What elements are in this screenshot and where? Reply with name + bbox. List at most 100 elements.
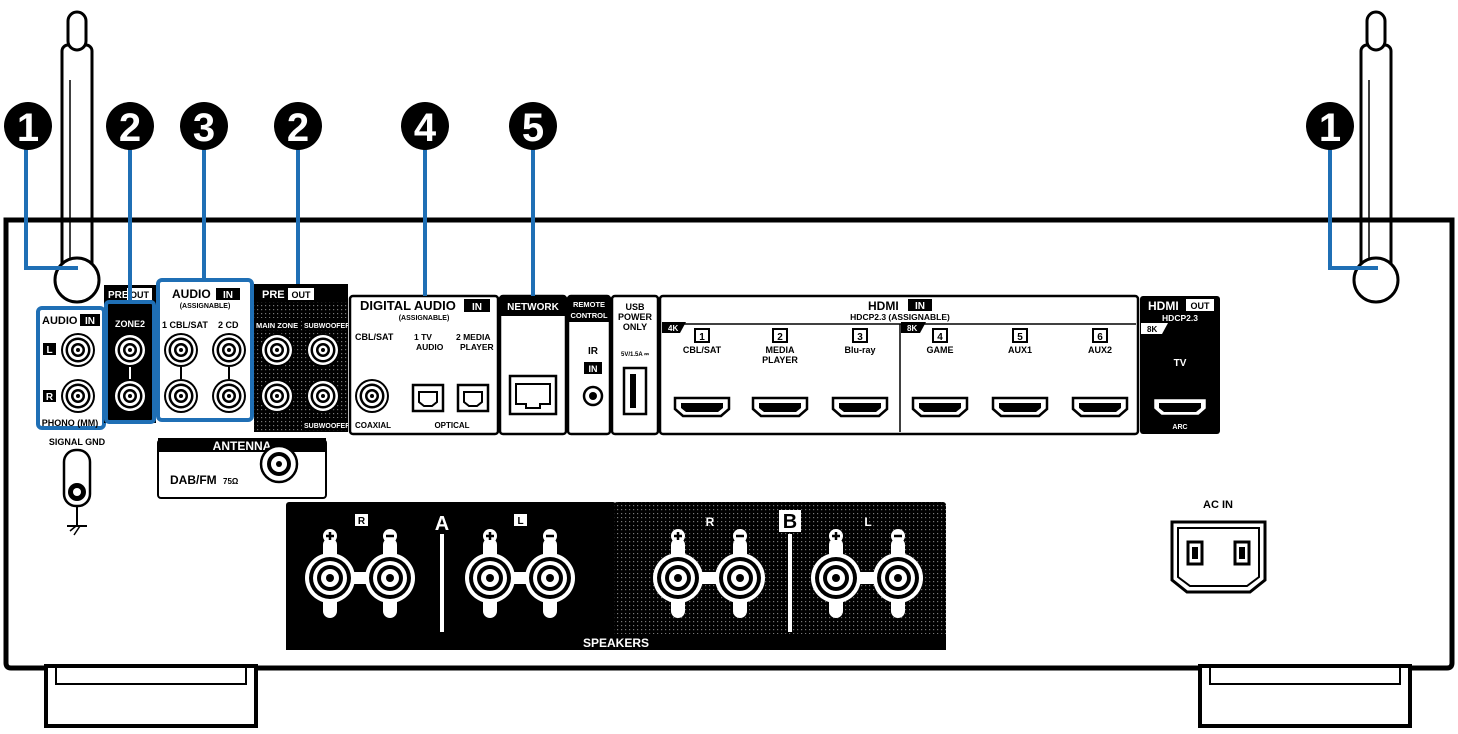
plus-icon — [671, 529, 685, 543]
subwoofer1-jack[interactable] — [306, 333, 340, 367]
signal-gnd-label: SIGNAL GND — [49, 437, 106, 447]
hdmi-in-4-label: GAME — [927, 345, 954, 355]
speaker-a-l-label: L — [517, 516, 523, 527]
phono-label: PHONO (MM) — [42, 418, 99, 428]
svg-text:4: 4 — [414, 106, 437, 150]
main-zone-l-jack[interactable] — [260, 333, 294, 367]
minus-icon — [543, 529, 557, 543]
ir-label: IR — [588, 346, 599, 357]
hdmi-in-5-label: AUX1 — [1008, 345, 1032, 355]
hdmi-in-6-port[interactable] — [1071, 396, 1129, 418]
assignable-ch2-label: 2 CD — [218, 320, 239, 330]
hdmi-in-2-port[interactable] — [751, 396, 809, 418]
usb-label2: POWER — [618, 312, 653, 322]
hdmi-in-3-port[interactable] — [831, 396, 889, 418]
hdmi-out-port[interactable] — [1151, 396, 1209, 418]
phono-l-label: L — [46, 345, 52, 356]
dab-fm-label: DAB/FM — [170, 473, 217, 487]
antenna-left[interactable] — [53, 10, 101, 304]
optical-label: OPTICAL — [434, 421, 469, 430]
svg-text:5: 5 — [522, 106, 544, 150]
callout-2-pre-out: 2 — [274, 102, 322, 150]
zone2-out-badge: OUT — [130, 290, 150, 300]
antenna-ohm-label: 75Ω — [223, 477, 239, 486]
hdmi-in-1-port[interactable] — [673, 396, 731, 418]
speaker-b-label: B — [783, 511, 797, 533]
hdmi-out-badge: OUT — [1191, 301, 1211, 311]
antenna-title: ANTENNA — [213, 439, 272, 453]
audio-in-badge: IN — [85, 316, 95, 327]
minus-icon — [891, 529, 905, 543]
phono-r-label: R — [46, 392, 54, 403]
cd-r-jack[interactable] — [212, 379, 246, 413]
antenna-jack[interactable] — [259, 444, 299, 484]
hdmi-out-section: HDMI OUT HDCP2.3 8K TV ARC — [1140, 296, 1220, 434]
phono-input-section: AUDIO IN L R PHONO (MM) — [36, 306, 106, 430]
audio-in-title: AUDIO — [42, 315, 78, 327]
hdmi-in-5-port[interactable] — [991, 396, 1049, 418]
hdmi-in-6-label: AUX2 — [1088, 345, 1112, 355]
svg-text:3: 3 — [193, 106, 215, 150]
digital-audio-section: DIGITAL AUDIO IN (ASSIGNABLE) CBL/SAT 1 … — [348, 294, 500, 436]
foot-right — [1198, 664, 1412, 728]
ac-in-label: AC IN — [1203, 499, 1233, 511]
ir-in-jack[interactable] — [582, 385, 604, 407]
speaker-a-label: A — [435, 513, 449, 535]
plus-icon — [829, 529, 843, 543]
ac-in-section: AC IN — [1170, 499, 1267, 594]
pre-out-section: PRE OUT MAIN ZONE SUBWOOFER 1 SUBWOOFER … — [254, 284, 356, 432]
assignable-ch1-label: 1 CBL/SAT — [162, 320, 208, 330]
speakers-section: SPEAKERS A B R L R L — [286, 502, 946, 650]
usb-rating: 5V/1.5A ⎓ — [621, 352, 649, 358]
cd-l-jack[interactable] — [212, 333, 246, 367]
optical1-jack[interactable] — [411, 383, 445, 413]
phono-r-jack[interactable] — [61, 379, 95, 413]
hdmi-in-4-port[interactable] — [911, 396, 969, 418]
speakers-label: SPEAKERS — [583, 636, 649, 650]
speaker-a-r-label: R — [358, 516, 366, 527]
ethernet-port[interactable] — [508, 374, 558, 416]
hdmi-in-3-number: 3 — [857, 332, 863, 343]
coaxial-jack[interactable] — [355, 379, 389, 413]
hdmi-in-4-number: 4 — [937, 332, 943, 343]
main-zone-r-jack[interactable] — [260, 379, 294, 413]
hdmi-in-1-number: 1 — [699, 332, 705, 343]
coaxial-label: COAXIAL — [355, 421, 391, 430]
hdmi-out-arc-label: ARC — [1172, 424, 1187, 431]
svg-text:1: 1 — [1319, 106, 1341, 150]
remote-title2: CONTROL — [570, 311, 607, 320]
hdmi-out-8k-badge: 8K — [1147, 325, 1157, 334]
cbl-sat-r-jack[interactable] — [164, 379, 198, 413]
assignable-audio-in-section: AUDIO IN (ASSIGNABLE) 1 CBL/SAT 2 CD — [156, 278, 254, 422]
phono-l-jack[interactable] — [61, 333, 95, 367]
antenna-right[interactable] — [1352, 10, 1400, 304]
optical2-jack[interactable] — [456, 383, 490, 413]
preout-pre-label: PRE — [262, 289, 285, 301]
callout-1-left: 1 — [4, 102, 52, 150]
cbl-sat-l-jack[interactable] — [164, 333, 198, 367]
plus-icon — [323, 529, 337, 543]
subwoofer2-jack[interactable] — [306, 379, 340, 413]
assignable-in-sub: (ASSIGNABLE) — [180, 303, 231, 310]
callout-2-zone2: 2 — [106, 102, 154, 150]
hdmi-in-6-number: 6 — [1097, 332, 1103, 343]
callout-5-network: 5 — [509, 102, 557, 150]
hdmi-4k-badge: 4K — [668, 324, 678, 333]
zone2-label: ZONE2 — [115, 319, 145, 329]
zone2-l-jack[interactable] — [113, 333, 147, 367]
optical1-label: 1 TV — [414, 332, 432, 342]
hdmi-out-tv-label: TV — [1174, 358, 1187, 369]
ac-inlet[interactable] — [1170, 520, 1267, 594]
signal-gnd-terminal[interactable] — [62, 448, 92, 536]
usb-section: USB POWER ONLY 5V/1.5A ⎓ — [610, 294, 660, 436]
hdmi-in-3-label: Blu-ray — [844, 345, 875, 355]
hdmi-in-section: HDMI IN HDCP2.3 (ASSIGNABLE) 4K 8K 1CBL/… — [658, 294, 1140, 436]
digital-audio-badge: IN — [472, 302, 482, 313]
usb-port[interactable] — [622, 366, 648, 416]
zone2-r-jack[interactable] — [113, 379, 147, 413]
callout-badges: 1 2 3 2 4 5 1 — [4, 102, 1354, 150]
hdmi-in-2-label2: PLAYER — [762, 355, 798, 365]
hdmi-8k-badge: 8K — [907, 324, 917, 333]
